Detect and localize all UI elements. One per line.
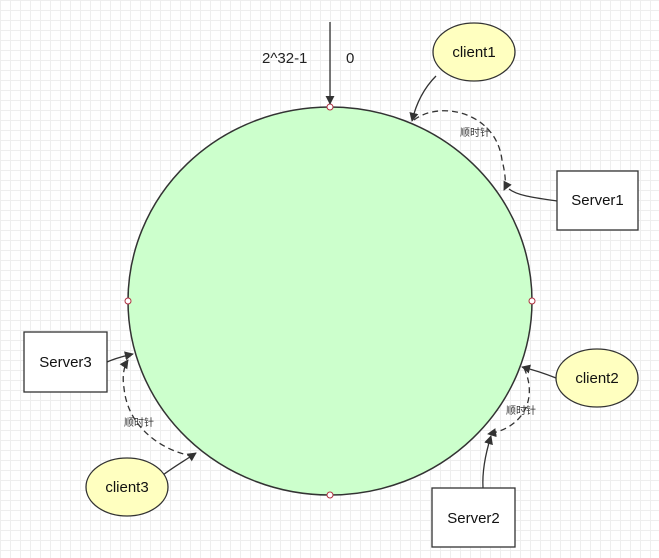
client1-node [432,22,516,82]
ring-point-top [326,103,334,111]
client1-arrow [409,75,437,122]
client3-label: client3 [105,479,148,496]
client2-label: client2 [575,370,618,387]
hash-ring [127,106,533,496]
client2-arrow [521,364,557,379]
client1-label: client1 [452,44,495,61]
client2-node [555,348,639,408]
server3-node [23,331,108,393]
clockwise-arc-1 [413,110,512,191]
server1-link [508,188,558,202]
ring-point-right [528,297,536,305]
clockwise-arc-2 [487,367,530,438]
clockwise-label-2: 顺时针 [506,404,536,417]
clockwise-arc-3 [119,359,194,457]
server2-label: Server2 [447,510,500,527]
ring-zero-label: 0 [346,50,354,67]
server1-node [556,170,639,231]
client3-node [85,457,169,517]
ring-max-label: 2^32-1 [262,50,307,67]
client3-arrow [162,452,197,476]
ring-point-bottom [326,491,334,499]
server3-label: Server3 [39,354,92,371]
ring-point-left [124,297,132,305]
server1-label: Server1 [571,192,624,209]
server2-node [431,487,516,548]
server3-link [106,351,134,363]
server2-link [482,435,493,489]
clockwise-label-3: 顺时针 [124,416,154,429]
clockwise-label-1: 顺时针 [460,126,490,139]
